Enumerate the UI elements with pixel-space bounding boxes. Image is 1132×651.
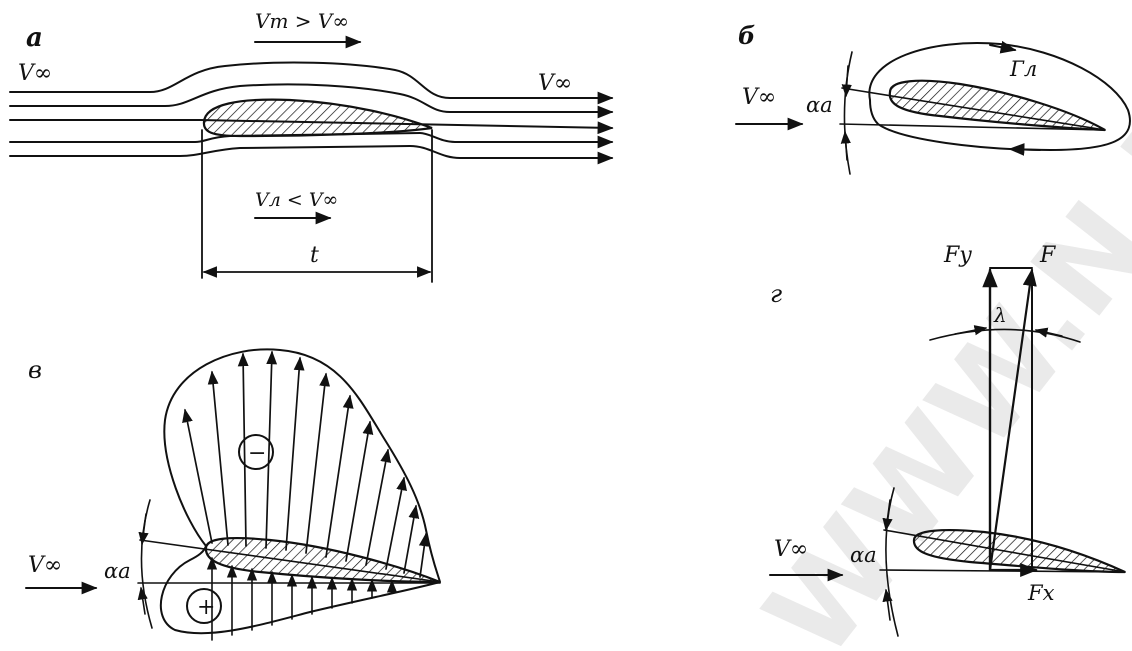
panel-g-alpha-arc: [885, 487, 899, 637]
panel-g-v-inf: V∞: [774, 537, 808, 562]
panel-g-f: F: [1039, 243, 1056, 268]
panel-b-alpha-arrow-top: [841, 65, 852, 98]
suction-arrow: [385, 476, 407, 570]
panel-g-alpha: αa: [850, 543, 877, 567]
streamline-3: [9, 119, 614, 135]
suction-arrow: [207, 370, 229, 546]
panel-a-chord-label: t: [310, 243, 319, 268]
suction-arrow: [237, 352, 249, 547]
panel-a-v-lower: Vл < V∞: [255, 189, 338, 211]
panel-v-suction-arrows: [182, 350, 430, 578]
panel-g-alpha-arrow-top: [882, 499, 893, 532]
panel-b-v-inf: V∞: [742, 85, 776, 110]
panel-b-airfoil: [888, 79, 1106, 132]
panel-a-v-inf-left: V∞: [18, 61, 52, 86]
panel-v-alpha-arrow-top: [138, 513, 149, 546]
panel-v-alpha-arrow-bottom: [137, 586, 148, 615]
suction-arrow: [305, 372, 331, 554]
panel-v-minus-circle: [238, 434, 274, 470]
panel-g-fx: Fx: [1027, 581, 1055, 605]
panel-b-reference-line: [839, 123, 1106, 131]
panel-a-v-inf-right: V∞: [538, 71, 572, 96]
panel-g-lambda: λ: [993, 303, 1007, 327]
panel-a-v-upper: Vт > V∞: [255, 9, 349, 33]
panel-g-lambda-arc: [929, 328, 1081, 343]
panel-v-pressure-arrows: [206, 556, 398, 641]
panel-v-minus-sign: −: [248, 441, 266, 466]
streamline-5: [9, 145, 614, 165]
panel-b-alpha: αa: [806, 93, 833, 117]
suction-arrow: [345, 420, 374, 562]
panel-b-circulation-arrow-top: [989, 40, 1017, 54]
panel-b-circulation-arrow-bottom: [1008, 143, 1041, 156]
panel-v: в V∞ αa: [25, 348, 441, 641]
suction-arrow: [325, 394, 354, 558]
suction-arrow: [365, 448, 392, 566]
suction-arrow: [403, 504, 420, 574]
panel-g: г Fy F λ V∞ αa Fx: [769, 243, 1126, 637]
panel-g-airfoil: [912, 528, 1126, 574]
panel-g-fy: Fy: [943, 243, 972, 268]
panel-v-pressure-envelope: [159, 348, 441, 635]
panel-v-v-inf: V∞: [28, 553, 62, 578]
streamline-2: [9, 83, 614, 119]
panel-v-letter: в: [28, 356, 42, 384]
panel-v-airfoil: [204, 536, 441, 584]
panel-g-alpha-arrow-bottom: [882, 588, 893, 621]
panel-a-airfoil: [202, 98, 433, 138]
panel-b: б V∞ αa Гл: [735, 21, 1131, 175]
suction-arrow: [418, 532, 430, 578]
panel-g-lambda-arrow-right: [1034, 327, 1063, 338]
panel-a-letter: а: [26, 23, 43, 53]
suction-arrow: [182, 408, 213, 544]
suction-arrow: [265, 350, 278, 549]
suction-arrow: [285, 356, 305, 551]
panel-b-circulation-label: Гл: [1009, 57, 1037, 81]
panel-b-letter: б: [738, 21, 755, 50]
panel-v-plus-sign: +: [197, 595, 215, 620]
panel-g-lambda-arrow-left: [954, 325, 988, 336]
panel-v-plus-circle: [186, 588, 222, 624]
streamline-1: [9, 61, 614, 105]
panel-g-letter: г: [770, 280, 782, 308]
panel-v-alpha: αa: [104, 559, 131, 583]
panel-a: а Vт > V∞ V∞ V∞ t Vл < V∞: [9, 9, 614, 283]
panel-g-f-vector: [988, 268, 1037, 572]
panel-v-alpha-arc: [140, 499, 153, 629]
panel-b-circulation-loop: [868, 42, 1131, 151]
panel-b-alpha-arrow-bottom: [840, 130, 851, 161]
